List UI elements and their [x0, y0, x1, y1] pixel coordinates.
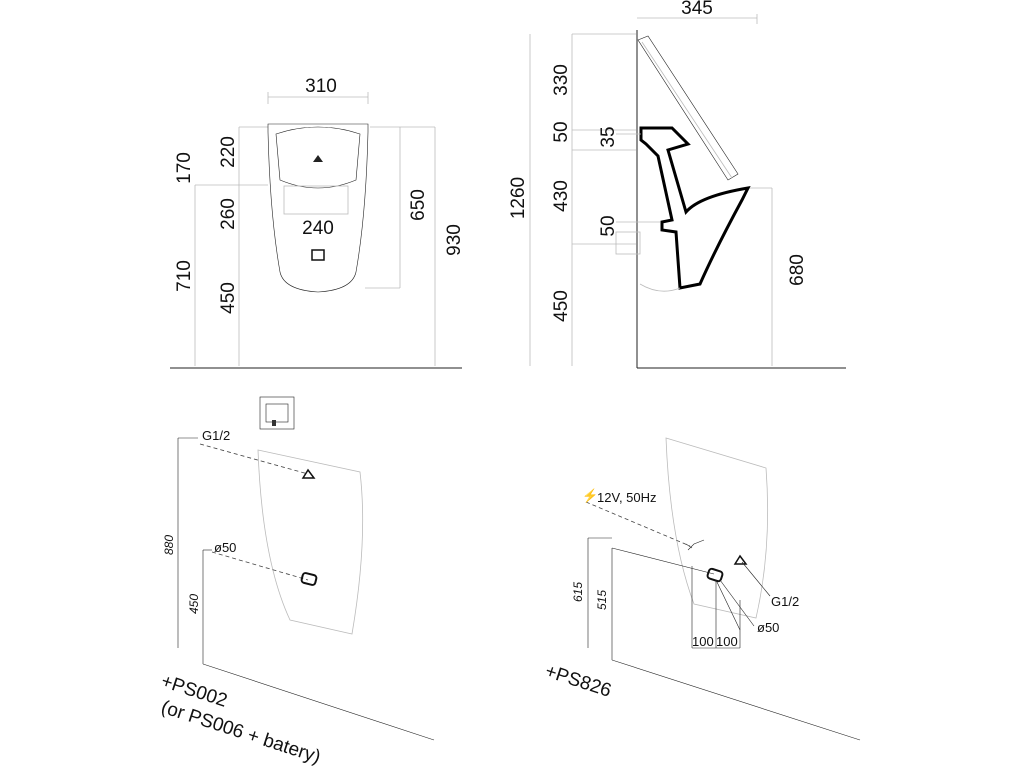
- floor-edge-left: [202, 663, 435, 741]
- dim-615: 615: [571, 582, 585, 602]
- product-ps826: +PS826: [542, 661, 613, 702]
- iso-right: ⚡ 12V, 50Hz G1/2 ø50 615 515 100 100 +PS…: [542, 437, 861, 741]
- siphon: [615, 231, 641, 255]
- dim-450-side: 450: [551, 290, 572, 322]
- power-icon: ⚡: [582, 488, 598, 504]
- dim-650: 650: [408, 189, 429, 221]
- label-g12-right: G1/2: [771, 594, 799, 609]
- dim-220: 220: [218, 136, 239, 168]
- dim-100-b: 100: [716, 634, 738, 649]
- label-12v: 12V, 50Hz: [597, 490, 657, 505]
- dim-450-iso: 450: [187, 594, 201, 614]
- urinal-iso-left: [257, 449, 364, 635]
- dim-310: 310: [305, 76, 337, 97]
- dim-515: 515: [595, 590, 609, 610]
- dim-680: 680: [787, 254, 808, 286]
- flush-panel: [259, 396, 295, 430]
- side-view: 345 1260 330 50 430 450 35 50 680: [508, 0, 846, 369]
- dim-430: 430: [551, 180, 572, 212]
- dim-930: 930: [444, 224, 465, 256]
- dim-450-front: 450: [218, 282, 239, 314]
- product-ps006: (or PS006 + batery): [158, 697, 323, 768]
- bowl-insert: [283, 185, 349, 215]
- floor-edge-right: [611, 659, 861, 741]
- dim-100-a: 100: [692, 634, 714, 649]
- dim-170: 170: [174, 152, 195, 184]
- dim-710: 710: [174, 260, 195, 292]
- drain-fitting-icon-right: [706, 567, 724, 583]
- supply-icon: [301, 468, 316, 479]
- drain-fitting-icon: [300, 572, 318, 586]
- dim-345: 345: [681, 0, 713, 19]
- dim-1260: 1260: [508, 177, 529, 219]
- drain-icon: [311, 249, 325, 261]
- dim-260: 260: [218, 198, 239, 230]
- front-view: 310 170 710 220 260 450 240 650 930: [170, 76, 465, 369]
- label-d50-right: ø50: [757, 620, 779, 635]
- dim-50-top: 50: [551, 121, 572, 142]
- urinal-iso-right: [665, 437, 769, 619]
- urinal-section: [639, 126, 751, 290]
- dim-35: 35: [598, 126, 619, 147]
- dim-240: 240: [302, 218, 334, 239]
- label-g12-left: G1/2: [202, 428, 230, 443]
- dim-330: 330: [551, 64, 572, 96]
- iso-left: G1/2 ø50 880 450 +PS002 (or PS006 + bate…: [158, 396, 435, 768]
- label-d50-left: ø50: [214, 540, 236, 555]
- urinal-outline: [267, 123, 369, 293]
- dim-880: 880: [162, 535, 176, 555]
- supply-icon-right: [733, 554, 748, 565]
- dim-50-inlet: 50: [598, 215, 619, 236]
- flush-icon: [313, 155, 323, 162]
- cover-lid: [637, 35, 739, 181]
